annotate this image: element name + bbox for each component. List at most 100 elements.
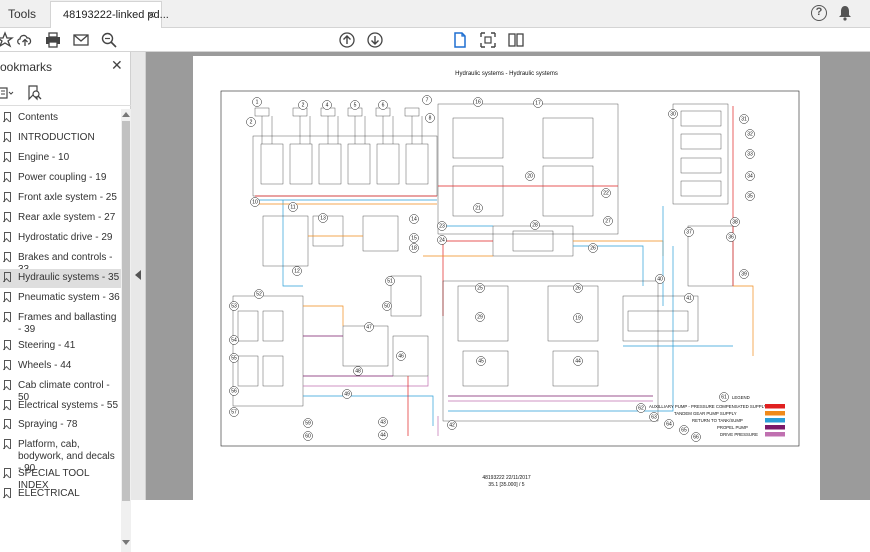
bookmark-item[interactable]: Brakes and controls - 33 (0, 249, 121, 275)
bookmark-item[interactable]: Wheels - 44 (0, 357, 121, 377)
legend-label: PROPEL PUMP (717, 425, 748, 430)
collapse-arrow-icon[interactable] (135, 270, 141, 280)
bookmark-icon (4, 252, 11, 262)
svg-text:43: 43 (380, 419, 386, 425)
svg-text:44: 44 (575, 358, 581, 364)
svg-text:25: 25 (477, 285, 483, 291)
svg-text:18: 18 (411, 245, 417, 251)
svg-text:6: 6 (382, 102, 385, 108)
previous-page-icon[interactable] (338, 31, 356, 49)
bookmark-icon (4, 192, 11, 202)
bookmark-item[interactable]: Engine - 10 (0, 149, 121, 169)
bookmark-icon (4, 340, 11, 350)
panel-collapse-rail[interactable] (131, 52, 146, 500)
document-viewer[interactable]: Hydraulic systems - Hydraulic systems (146, 52, 870, 500)
legend-swatch (765, 411, 785, 416)
chevron-up-icon[interactable] (122, 111, 130, 117)
bookmarks-toolbar (0, 80, 131, 106)
bookmarks-panel: ookmarks ✕ Contents INTRODUCTION Engine … (0, 52, 131, 552)
close-icon[interactable]: × (147, 7, 155, 22)
bookmark-item[interactable]: Cab climate control - 50 (0, 377, 121, 403)
find-bookmark-icon[interactable] (26, 85, 42, 101)
legend-swatch (765, 425, 785, 430)
svg-text:32: 32 (747, 131, 753, 137)
legend-label: AUXILLIARY PUMP - PRESSURE COMPENSATED S… (649, 404, 767, 409)
svg-text:52: 52 (256, 291, 262, 297)
bookmark-item[interactable]: Power coupling - 19 (0, 169, 121, 189)
bookmark-item[interactable]: Frames and ballasting - 39 (0, 309, 121, 339)
svg-text:27: 27 (605, 218, 611, 224)
legend-label: TANDEM GEAR PUMP SUPPLY (674, 411, 737, 416)
svg-text:2: 2 (250, 119, 253, 125)
tab-tools[interactable]: Tools (8, 7, 37, 21)
svg-text:21: 21 (475, 205, 481, 211)
document-tab-label: 48193222-linked pd... (63, 9, 169, 21)
svg-text:49: 49 (344, 391, 350, 397)
bookmark-item[interactable]: Platform, cab, bodywork, and decals - 90 (0, 436, 121, 474)
bookmark-item[interactable]: Front axle system - 25 (0, 189, 121, 209)
tab-bar: Tools 48193222-linked pd... × ? (0, 0, 870, 28)
svg-text:40: 40 (657, 276, 663, 282)
bookmark-item[interactable]: ELECTRICAL (0, 485, 121, 505)
svg-text:12: 12 (294, 268, 300, 274)
svg-text:7: 7 (426, 97, 429, 103)
bookmark-item[interactable]: Contents (0, 109, 121, 129)
star-icon[interactable] (0, 31, 14, 49)
svg-text:20: 20 (527, 173, 533, 179)
bookmark-item[interactable]: INTRODUCTION (0, 129, 121, 149)
svg-text:48: 48 (355, 368, 361, 374)
bookmark-item[interactable]: Electrical systems - 55 (0, 397, 121, 417)
svg-text:35: 35 (747, 193, 753, 199)
svg-text:33: 33 (747, 151, 753, 157)
svg-text:16: 16 (475, 99, 481, 105)
mail-icon[interactable] (72, 31, 90, 49)
legend-label: RETURN TO TANK/SUMP (692, 418, 743, 423)
bookmark-icon (4, 400, 11, 410)
bookmark-icon (4, 112, 11, 122)
svg-text:34: 34 (747, 173, 753, 179)
options-menu-icon[interactable] (0, 85, 14, 101)
fit-page-icon[interactable] (479, 31, 497, 49)
two-page-view-icon[interactable] (507, 31, 525, 49)
bookmarks-scrollbar[interactable] (121, 109, 131, 552)
bookmark-icon (4, 152, 11, 162)
bookmark-icon (4, 132, 11, 142)
svg-text:14: 14 (411, 216, 417, 222)
panel-title: ookmarks (0, 60, 53, 74)
svg-text:10: 10 (252, 199, 258, 205)
chevron-down-icon[interactable] (122, 540, 130, 546)
legend-label: DRIVE PRESSURE (720, 432, 758, 437)
bookmark-item[interactable]: Pneumatic system - 36 (0, 289, 121, 309)
upload-cloud-icon[interactable] (16, 31, 34, 49)
bookmark-item[interactable]: SPECIAL TOOL INDEX (0, 465, 121, 491)
bookmark-item[interactable]: Spraying - 78 (0, 416, 121, 436)
bookmark-item-selected[interactable]: Hydraulic systems - 35 (0, 269, 121, 288)
bookmark-item[interactable]: Steering - 41 (0, 337, 121, 357)
bookmark-icon (4, 272, 11, 282)
bookmark-icon (4, 232, 11, 242)
bookmark-icon (4, 380, 11, 390)
svg-text:39: 39 (741, 271, 747, 277)
tab-document[interactable]: 48193222-linked pd... × (50, 1, 169, 28)
svg-text:8: 8 (429, 115, 432, 121)
bookmark-item[interactable]: Rear axle system - 27 (0, 209, 121, 229)
bell-icon[interactable] (838, 5, 852, 21)
help-icon[interactable]: ? (811, 5, 827, 21)
svg-text:4: 4 (326, 102, 329, 108)
svg-text:41: 41 (686, 295, 692, 301)
close-icon[interactable]: ✕ (111, 57, 123, 73)
single-page-view-icon[interactable] (451, 31, 469, 49)
svg-text:38: 38 (732, 219, 738, 225)
search-icon[interactable] (100, 31, 118, 49)
scrollbar-thumb[interactable] (122, 121, 130, 501)
next-page-icon[interactable] (366, 31, 384, 49)
svg-text:17: 17 (535, 100, 541, 106)
print-icon[interactable] (44, 31, 62, 49)
bookmark-item[interactable]: Hydrostatic drive - 29 (0, 229, 121, 249)
bookmark-icon (4, 172, 11, 182)
svg-text:61: 61 (721, 394, 727, 400)
svg-text:64: 64 (666, 421, 672, 427)
svg-text:42: 42 (449, 422, 455, 428)
bookmark-icon (4, 360, 11, 370)
